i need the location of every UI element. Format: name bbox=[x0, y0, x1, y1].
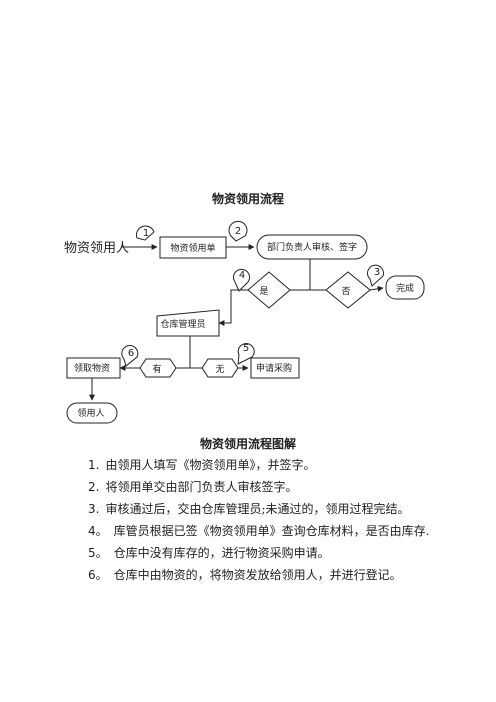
step-text: 审核通过后，交由仓库管理员;未通过的，领用过程完结。 bbox=[105, 502, 410, 516]
step-text: 仓库中由物资的，将物资发放给领用人，并进行登记。 bbox=[113, 568, 402, 582]
edge-no-done bbox=[369, 285, 384, 292]
step-number: 6。 bbox=[88, 568, 108, 582]
callout-5-label: 5 bbox=[243, 343, 249, 354]
callout-4: 4 bbox=[233, 268, 250, 292]
diagram-title: 物资领用流程 bbox=[212, 191, 284, 206]
node-dept: 部门负责人审核、签字 bbox=[256, 234, 368, 260]
callout-1-label: 1 bbox=[143, 228, 149, 239]
callout-2-label: 2 bbox=[235, 226, 241, 237]
node-purchase: 申请采购 bbox=[250, 357, 300, 379]
node-none: 无 bbox=[201, 358, 239, 378]
node-warehouse: 仓库管理员 bbox=[156, 309, 220, 337]
node-done: 完成 bbox=[385, 275, 425, 300]
node-receive-label: 领取物资 bbox=[74, 362, 110, 374]
step-number: 2. bbox=[88, 480, 100, 494]
decision-no-label: 否 bbox=[341, 286, 350, 297]
node-dept-label: 部门负责人审核、签字 bbox=[267, 241, 357, 253]
decision-yes: 是 bbox=[247, 271, 291, 309]
step-text: 库管员根据已签《物资领用单》查询仓库材料，是否由库存. bbox=[113, 524, 430, 538]
step-text: 仓库中没有库存的，进行物资采购申请。 bbox=[113, 546, 330, 560]
node-warehouse-label: 仓库管理员 bbox=[160, 318, 205, 330]
list-item: 4。库管员根据已签《物资领用单》查询仓库材料，是否由库存. bbox=[88, 524, 488, 546]
list-item: 6。仓库中由物资的，将物资发放给领用人，并进行登记。 bbox=[88, 568, 488, 590]
node-receive: 领取物资 bbox=[66, 357, 121, 379]
node-recipient-label: 领用人 bbox=[77, 407, 104, 419]
step-number: 4。 bbox=[88, 524, 108, 538]
callout-4-label: 4 bbox=[239, 270, 245, 281]
callout-2: 2 bbox=[228, 220, 248, 242]
callout-6: 6 bbox=[121, 345, 139, 367]
explanation-steps: 1.由领用人填写《物资领用单》，并签字。 2.将领用单交由部门负责人审核签字。 … bbox=[88, 458, 488, 590]
decision-yes-label: 是 bbox=[259, 286, 268, 297]
node-form: 物资领用单 bbox=[159, 236, 227, 259]
step-number: 3. bbox=[88, 502, 100, 516]
callout-5: 5 bbox=[237, 343, 255, 365]
node-none-label: 无 bbox=[215, 364, 224, 375]
callout-3: 3 bbox=[367, 264, 384, 287]
node-purchase-label: 申请采购 bbox=[256, 362, 292, 374]
node-form-label: 物资领用单 bbox=[170, 242, 215, 254]
callout-6-label: 6 bbox=[128, 348, 134, 359]
decision-no: 否 bbox=[325, 271, 371, 309]
callout-1: 1 bbox=[136, 225, 155, 241]
step-number: 5。 bbox=[88, 546, 108, 560]
step-text: 由领用人填写《物资领用单》，并签字。 bbox=[105, 458, 316, 472]
list-item: 5。仓库中没有库存的，进行物资采购申请。 bbox=[88, 546, 488, 568]
edge-yes-warehouse bbox=[218, 289, 248, 326]
list-item: 3. 审核通过后，交由仓库管理员;未通过的，领用过程完结。 bbox=[88, 502, 488, 524]
node-done-label: 完成 bbox=[396, 282, 414, 294]
node-have: 有 bbox=[139, 358, 202, 378]
step-text: 将领用单交由部门负责人审核签字。 bbox=[105, 480, 298, 494]
explanation-title: 物资领用流程图解 bbox=[200, 436, 296, 451]
callout-3-label: 3 bbox=[374, 267, 380, 278]
list-item: 2. 将领用单交由部门负责人审核签字。 bbox=[88, 480, 488, 502]
node-have-label: 有 bbox=[152, 363, 161, 375]
start-label: 物资领用人 bbox=[64, 241, 129, 256]
step-number: 1. bbox=[88, 458, 100, 472]
node-recipient: 领用人 bbox=[66, 402, 118, 424]
list-item: 1. 由领用人填写《物资领用单》，并签字。 bbox=[88, 458, 488, 480]
